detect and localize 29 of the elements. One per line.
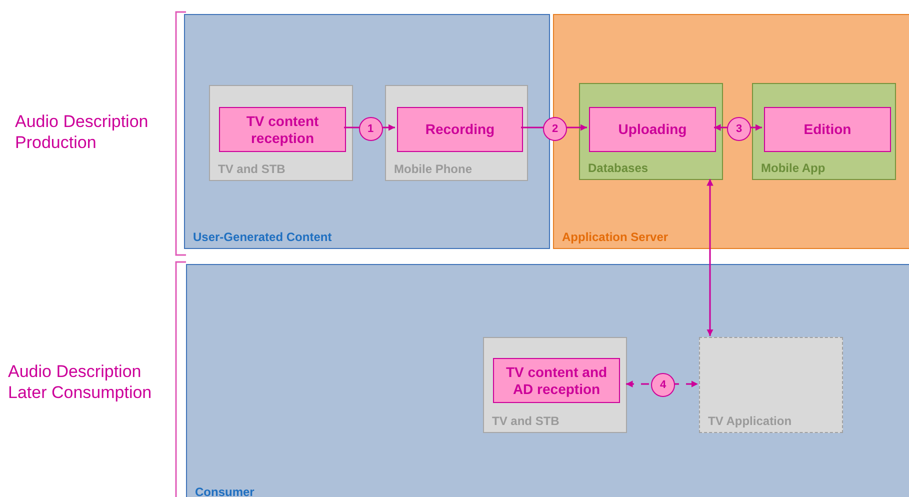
section-label: Audio Description Later Consumption [8,361,153,403]
device-box [699,337,843,433]
group-label: Application Server [562,230,668,244]
group-label: TV Application [708,414,792,428]
device-box [385,85,528,181]
group-panel [553,14,909,249]
process-box: Uploading [589,107,716,152]
group-label: Mobile Phone [394,162,472,176]
section-label: Audio Description Production [15,111,150,153]
device-box [209,85,353,181]
arrow [521,124,587,131]
process-box: TV content reception [219,107,346,152]
group-label: TV and STB [218,162,286,176]
group-label: TV and STB [492,414,560,428]
process-box: Recording [397,107,523,152]
group-label: User-Generated Content [193,230,332,244]
group-label: Databases [588,161,648,175]
arrow [626,380,698,388]
arrow [706,179,714,336]
arrow [714,124,762,131]
group-panel [184,14,550,249]
process-box: TV content and AD reception [493,358,620,403]
group-label: Mobile App [761,161,826,175]
group-label: Consumer [195,485,254,497]
component-box [752,83,896,180]
device-box [483,337,627,433]
process-box: Edition [764,107,891,152]
group-panel [186,264,909,497]
component-box [579,83,723,180]
